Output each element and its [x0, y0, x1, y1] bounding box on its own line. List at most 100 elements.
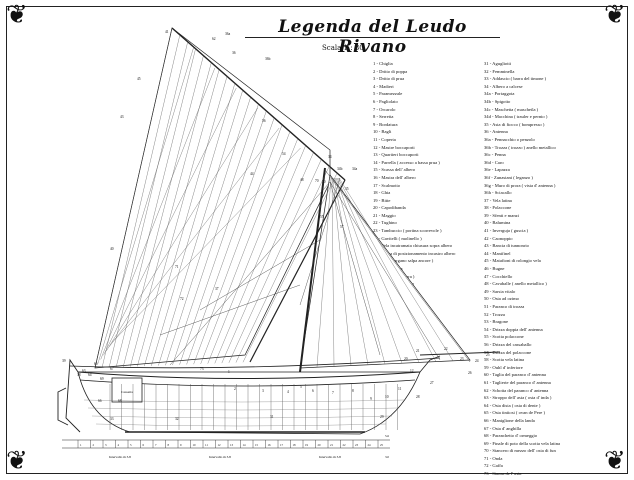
legend-item: 24 - Gavitelli ( molinello ) — [373, 235, 422, 241]
part-callout: 48 — [300, 178, 304, 182]
legend-item: 43 - Bancia di tunnonrio — [484, 243, 529, 249]
legend-item: 72 - Gaffa — [484, 463, 503, 469]
legend-item: 11 - Coperta — [373, 136, 396, 142]
legend-item: 31 - Agugliotti — [484, 61, 512, 66]
part-callout: 2 — [234, 387, 236, 391]
legend-item: 6 - Pagliolato — [373, 98, 398, 104]
title-underline — [245, 37, 500, 38]
legend-item: 66 - Maniglione della landa — [484, 417, 535, 423]
part-callout: 26 — [468, 371, 472, 375]
legend-item: 36f - Zunastani ( leganzo ) — [484, 174, 533, 180]
legend-item: 34c - Maschetta ( mascheila ) — [484, 106, 539, 112]
frame-number: 17 — [280, 443, 284, 447]
cabin — [111, 377, 143, 403]
part-callout: 23 — [460, 357, 464, 361]
part-callout: 55 — [320, 215, 324, 219]
part-callout: 24 — [475, 359, 479, 363]
legend-item: 17 - Scalmotto — [373, 182, 401, 188]
part-callout: 45 — [137, 77, 141, 81]
rigging — [94, 27, 471, 369]
frame-number: 6 — [143, 443, 145, 447]
legend-item: 67 - Osta d' anghilla — [484, 425, 522, 431]
page-frame — [6, 6, 628, 474]
dim-bottom: 3.0 — [385, 455, 389, 459]
legend-item: 1 - Chiglia — [373, 61, 393, 66]
legend-item: 14 - Parrella ( accesso a bassa prua ) — [373, 159, 440, 165]
legend-item: 32 - Femminella — [484, 68, 515, 74]
frame-number: 7 — [155, 443, 157, 447]
part-callout: 12 — [410, 369, 414, 373]
part-callout: 57 — [340, 225, 344, 229]
legend-item: 62 - Scbotta del paranco d' antenna — [484, 387, 549, 393]
part-callout: 35 — [345, 187, 349, 191]
frame-number: 18 — [293, 443, 297, 447]
scale-label: Scala 1 : 80 — [322, 44, 364, 52]
frame-number: 20 — [318, 443, 322, 447]
legend-item: 27 - Ghia ( argano salpa ancore ) — [373, 258, 434, 264]
part-callout: 66 — [98, 399, 102, 403]
part-callout: 33 — [110, 417, 114, 421]
legend-item: 35 - Asta di fiocco ( bompresso ) — [484, 121, 545, 127]
frame-number: 15 — [255, 443, 259, 447]
legend-item: 36g - Muro di prora ( vista d' antenna ) — [484, 182, 556, 188]
frame-number: 13 — [230, 443, 234, 447]
legend-item: 34 - Albero a calcese — [484, 83, 523, 89]
part-callout: 4 — [287, 390, 289, 394]
legend-item: 68 - Paranchetto d' ormeggio — [484, 433, 538, 439]
part-callout: 68 — [118, 399, 122, 403]
legend-item: 15 - Scassa dell' albero — [373, 167, 416, 173]
legend-item: 73 - Stazza de l' asta — [484, 471, 522, 477]
legend-item: 50 - Osta ad ozimo — [484, 296, 519, 302]
legend-item: 58 - Scotta vela latina — [484, 357, 525, 363]
deck-line — [77, 371, 421, 379]
sheer-line — [69, 357, 441, 369]
legend-item: 45 - Matafioni di rolongio vela — [484, 258, 541, 264]
frame-number: 23 — [355, 443, 359, 447]
legend-item: 36c - Penna — [484, 152, 506, 158]
legend-item: 56 - Drizza del cassaballo — [484, 341, 532, 347]
legend-item: 52 - Trozza — [484, 311, 505, 317]
legend-item: 23 - Tambuccio ( portina scorrevole ) — [373, 228, 442, 234]
frame-number: 10 — [193, 443, 197, 447]
legend-item: 25 - Tela incatramata chiusura sopra alb… — [373, 243, 453, 249]
frame-number: 14 — [243, 443, 247, 447]
legend-item: 38 - Polaccone — [484, 205, 512, 211]
part-callout: 10 — [385, 395, 389, 399]
frame-number: 19 — [305, 443, 309, 447]
legend-item: 41 - Inverguja ( guscia ) — [484, 228, 529, 234]
legend-item: 70 - Stancero di mezzo dell' osta di fun — [484, 448, 556, 454]
legend-item: 21 - Maggio — [373, 212, 396, 218]
part-callout: 62 — [212, 37, 216, 41]
legend-item: 60 - Taglia del paranco d' antenna — [484, 372, 546, 378]
legend-item: 36d - Caro — [484, 159, 504, 165]
part-callout: 71 — [175, 265, 179, 269]
scale-label-3: Intervallo m 3.8 — [319, 455, 341, 459]
sail-seams — [97, 34, 454, 368]
part-callout: 31 — [270, 415, 274, 419]
frame-number: 3 — [105, 443, 107, 447]
legend-item: 18 - Ghia — [373, 190, 391, 196]
part-callout: 54 — [282, 152, 286, 156]
part-callout: 69 — [100, 377, 104, 381]
legend-item: 64 - Osta dista ( osta di dente ) — [484, 402, 541, 408]
scale-label-1: Intervallo m 3.8 — [109, 455, 131, 459]
part-callout: 27 — [430, 381, 434, 385]
legend-item: 51 - Paranco di trozza — [484, 304, 525, 309]
frame-number: 25 — [380, 443, 384, 447]
part-callout: 25 — [486, 353, 490, 357]
legend-item: 13 - Quartieri boccaporti — [373, 152, 419, 158]
stem — [419, 355, 441, 373]
part-callout: 32 — [175, 417, 179, 421]
part-callout: 7 — [332, 391, 334, 395]
legend-item: 33 - Addascio ( barra del timone ) — [484, 76, 547, 82]
part-callout: 36a — [225, 32, 231, 36]
legend-item: 36 - Antenna — [484, 129, 508, 135]
legend-item: 55 - Scotta polaccone — [484, 334, 524, 340]
frame-number: 4 — [118, 443, 120, 447]
legend-item: 22 - Tughino — [373, 220, 397, 226]
legend-item: 26 - Cassa di posizionamento incastro al… — [373, 250, 456, 256]
part-callout: 9 — [370, 397, 372, 401]
legend-item: 40 - Balumina — [484, 220, 511, 226]
part-callout: 39 — [62, 359, 66, 363]
